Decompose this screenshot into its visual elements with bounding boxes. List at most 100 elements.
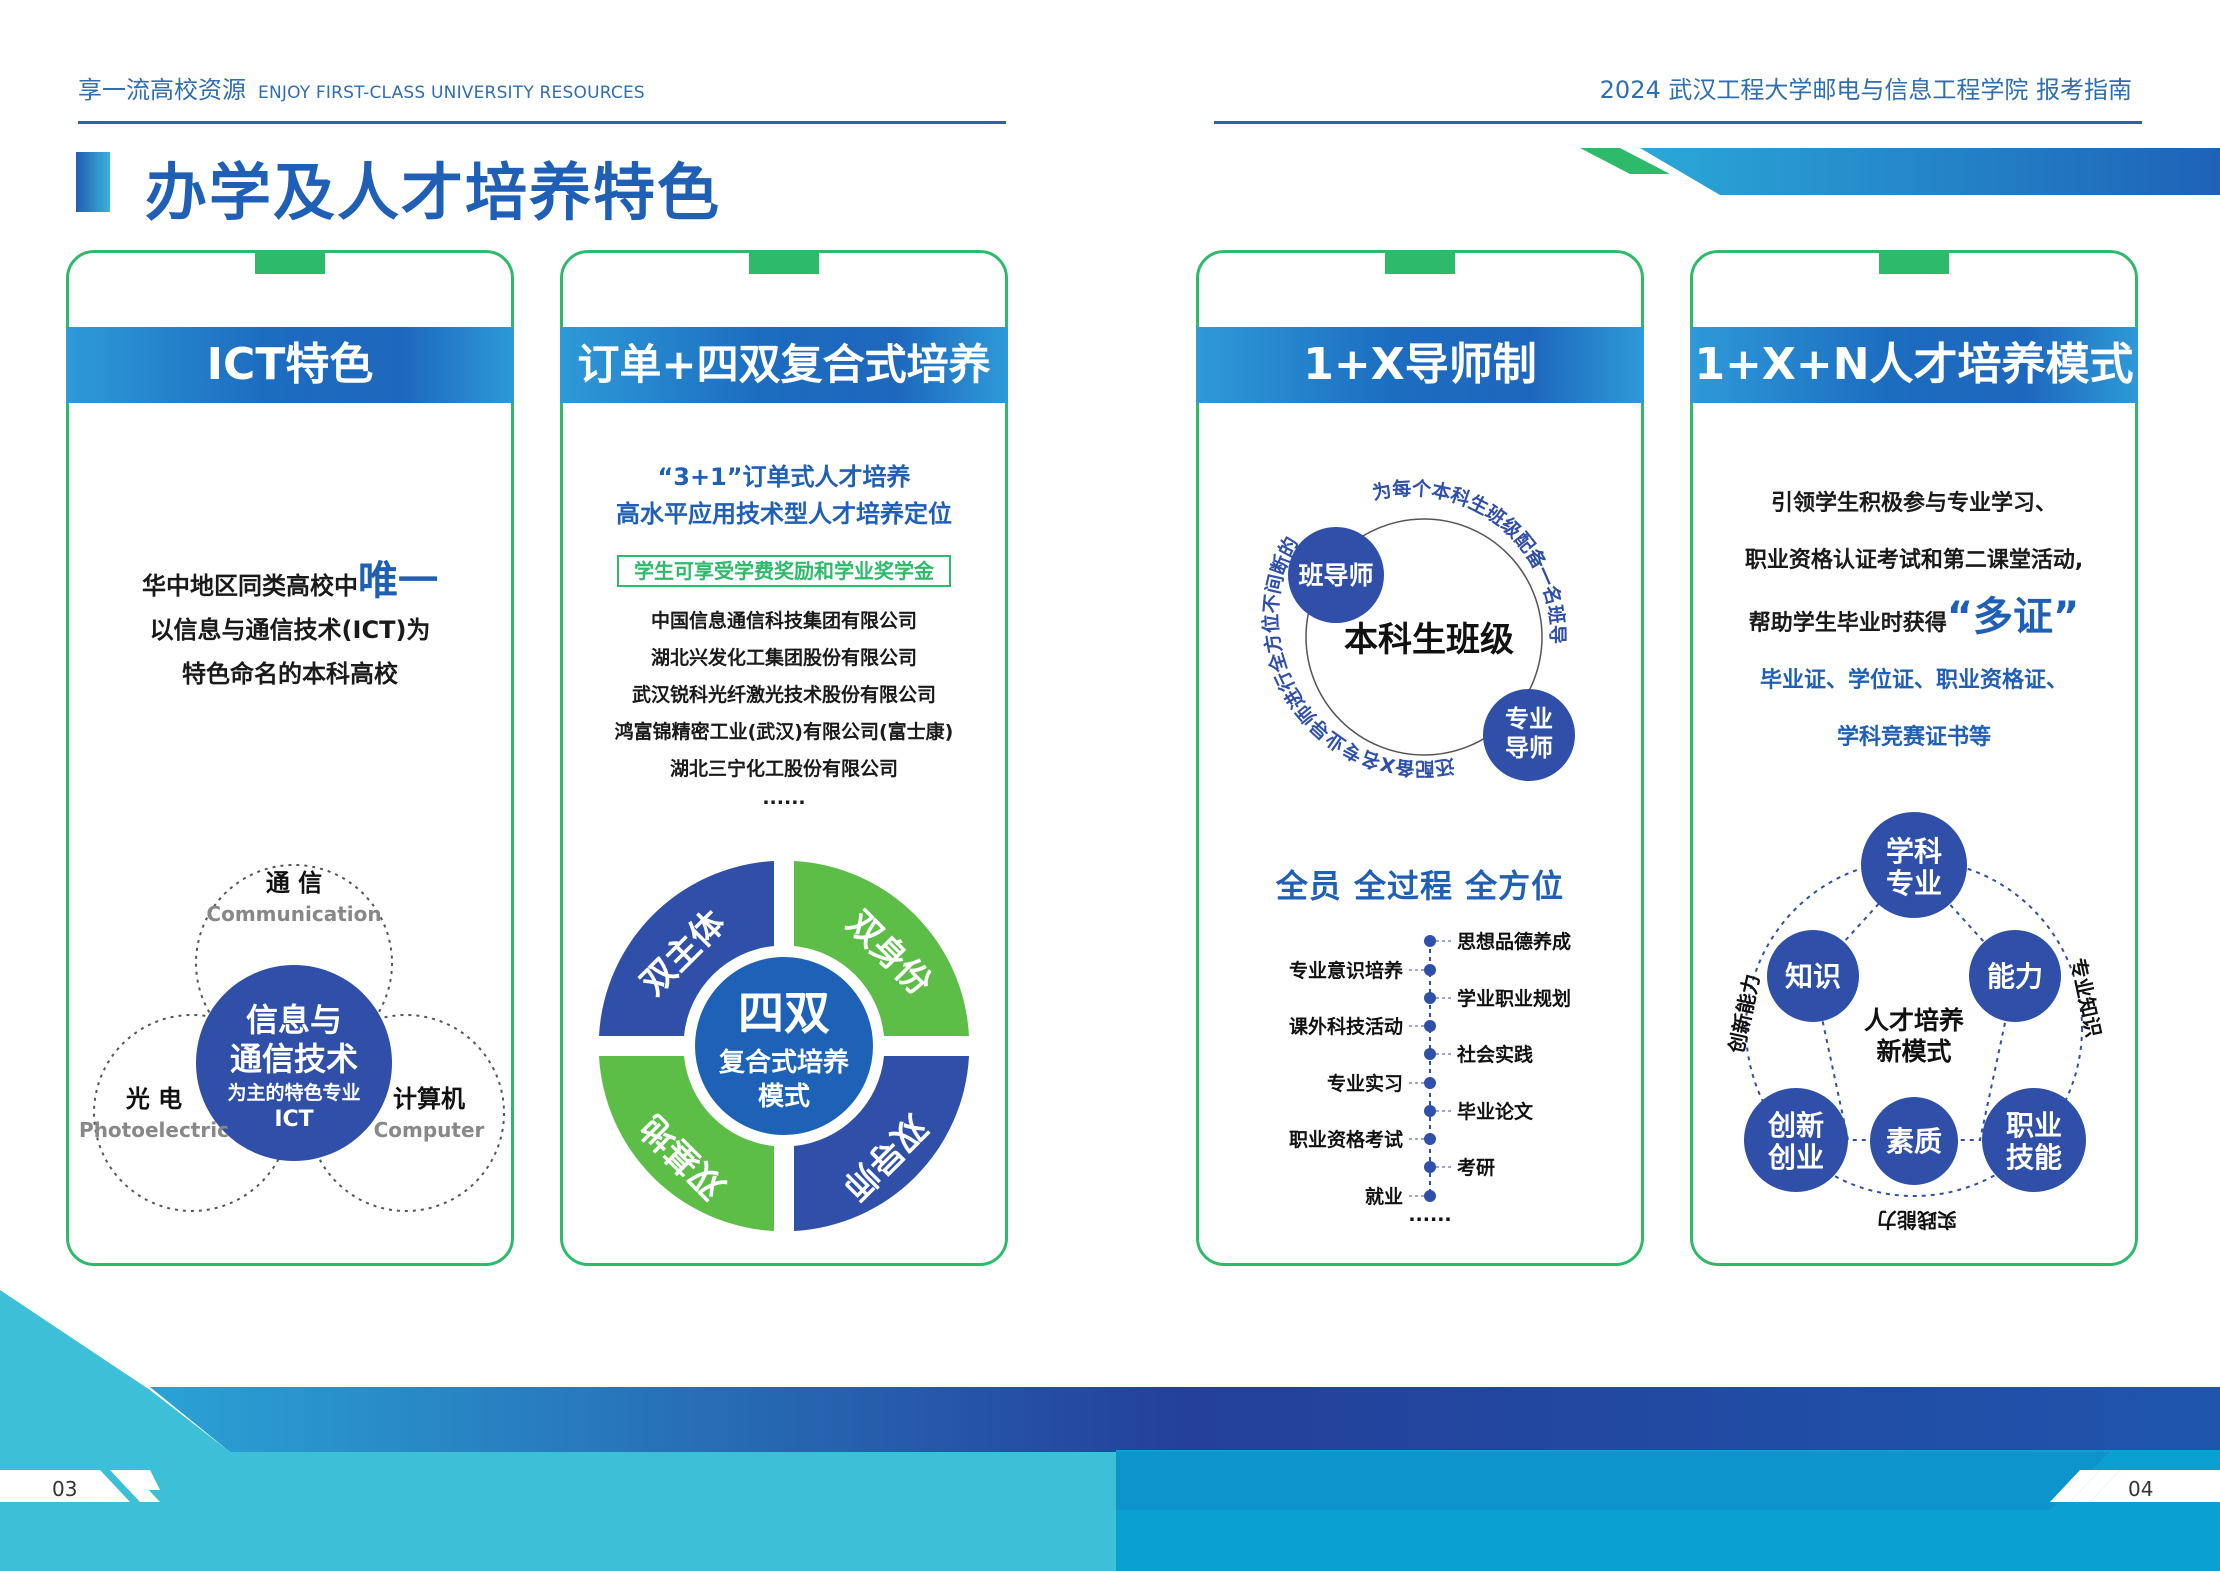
card-model: 1+X+N人才培养模式 引领学生积极参与专业学习、 职业资格认证考试和第二课堂活… <box>1690 250 2138 1266</box>
model-p1: 引领学生积极参与专业学习、 <box>1770 491 2057 516</box>
class-circle <box>1305 518 1543 756</box>
model-p2: 职业资格认证考试和第二课堂活动, <box>1744 548 2084 573</box>
bottom-decoration <box>0 1290 2220 1571</box>
ring-q-top-right <box>794 861 969 1036</box>
talent-model-pentagon: 学科 专业 知识 能力 创新 创业 素质 职业 技能 人才培养 新模式 创新能力… <box>1724 812 2106 1232</box>
tutor-arc-text-1: 为每个本科生班级配备一名班导师 <box>1199 453 1569 644</box>
top-right-stripes <box>1580 148 2220 195</box>
venn-right-cn: 计算机 <box>393 1085 465 1113</box>
venn-top-cn: 通 信 <box>266 869 322 897</box>
timeline-ellipsis: ...... <box>1408 1204 1451 1223</box>
tutor-class-diagram: 为每个本科生班级配备一名班导师 还配备X名专业导师进行全方位不间断的指导 本科生… <box>1199 453 1575 781</box>
node-knowledge-label: 知识 <box>1785 960 1841 993</box>
header-left-cn: 享一流高校资源 <box>78 76 246 104</box>
node-subject-2: 专业 <box>1886 867 1942 900</box>
card-tab <box>1385 250 1455 274</box>
order-sub2: 高水平应用技术型人才培养定位 <box>616 500 952 528</box>
ict-line1-emph: 唯一 <box>358 558 438 604</box>
card-tab <box>1879 250 1949 274</box>
label-practical-ability: 实践能力 <box>1877 1208 1957 1232</box>
company-item-ellipsis: ...... <box>762 787 806 809</box>
timeline-right-item: 考研 <box>1457 1157 1495 1179</box>
outer-dashed-circle <box>1745 859 2083 1197</box>
venn-top-en: Communication <box>206 902 381 926</box>
header-right: 2024 武汉工程大学邮电与信息工程学院 报考指南 <box>1599 76 2132 104</box>
timeline-right-item: 毕业论文 <box>1457 1100 1534 1123</box>
company-item: 湖北兴发化工集团股份有限公司 <box>650 647 917 669</box>
company-item: 湖北三宁化工股份有限公司 <box>669 758 898 780</box>
venn-left-en: Photoelectric <box>79 1118 229 1142</box>
timeline-left-group: 专业意识培养 课外科技活动 专业实习 职业资格考试 就业 <box>1289 959 1436 1208</box>
tutor-slogan: 全员 全过程 全方位 <box>1275 867 1565 905</box>
node-knowledge <box>1767 930 1859 1022</box>
model-description: 引领学生积极参与专业学习、 职业资格认证考试和第二课堂活动, 帮助学生毕业时获得… <box>1693 475 2135 766</box>
model-p3-emph: “多证” <box>1946 594 2080 640</box>
card-ict-title: ICT特色 <box>66 327 514 403</box>
ring-q-top-left <box>599 861 774 1036</box>
node-subject <box>1861 812 1967 918</box>
ict-description: 华中地区同类高校中唯一 以信息与通信技术(ICT)为 特色命名的本科高校 <box>69 559 511 696</box>
company-item: 鸿富锦精密工业(武汉)有限公司(富士康) <box>614 721 954 743</box>
tutor-center-label: 本科生班级 <box>1344 620 1514 660</box>
venn-center-circle <box>196 965 392 1161</box>
header-left: 享一流高校资源 ENJOY FIRST-CLASS UNIVERSITY RESO… <box>78 70 645 105</box>
four-double-ring: 双主体 双身份 双导师 双基地 四双 复合式培养 模式 <box>599 861 969 1231</box>
company-item: 中国信息通信科技集团有限公司 <box>650 610 917 632</box>
model-center-2: 新模式 <box>1876 1037 1951 1066</box>
header-rule-right <box>1214 121 2142 124</box>
ict-line2: 以信息与通信技术(ICT)为 <box>149 616 431 644</box>
timeline-right-item: 学业职业规划 <box>1457 987 1571 1010</box>
label-professional-knowledge: 专业知识 <box>2066 956 2106 1039</box>
venn-circle-right <box>307 1014 505 1212</box>
order-company-list: 中国信息通信科技集团有限公司 湖北兴发化工集团股份有限公司 武汉锐科光纤激光技术… <box>563 603 1005 808</box>
timeline-left-item: 职业资格考试 <box>1289 1128 1403 1151</box>
label-innovation-ability: 创新能力 <box>1724 972 1764 1056</box>
card-order-title: 订单+四双复合式培养 <box>560 327 1008 403</box>
node-quality-label: 素质 <box>1886 1125 1942 1158</box>
node-ability-label: 能力 <box>1987 960 2043 993</box>
venn-right-en: Computer <box>374 1118 485 1142</box>
page-number-left: 03 <box>52 1477 78 1501</box>
ring-q-bottom-right <box>794 1056 969 1231</box>
timeline-right-item: 思想品德养成 <box>1457 930 1571 953</box>
ring-center <box>689 951 879 1141</box>
order-benefit-box: 学生可享受学费奖励和学业奖学金 <box>617 555 951 587</box>
card-tab <box>255 250 325 274</box>
bubble-class-tutor-label: 班导师 <box>1298 561 1373 590</box>
header-left-en: ENJOY FIRST-CLASS UNIVERSITY RESOURCES <box>258 83 645 103</box>
node-innovation-1: 创新 <box>1767 1109 1824 1142</box>
node-innovation-2: 创业 <box>1767 1141 1824 1174</box>
timeline-left-item: 课外科技活动 <box>1289 1015 1403 1038</box>
card-order: 订单+四双复合式培养 “3+1”订单式人才培养 高水平应用技术型人才培养定位 学… <box>560 250 1008 1266</box>
tutor-timeline: 思想品德养成 学业职业规划 社会实践 毕业论文 考研 专业意识培养 课外科技活动… <box>1289 930 1571 1223</box>
node-subject-1: 学科 <box>1886 835 1942 868</box>
model-p5: 学科竞赛证书等 <box>1836 725 1991 750</box>
model-center-1: 人才培养 <box>1864 1006 1964 1035</box>
card-model-title: 1+X+N人才培养模式 <box>1690 327 2138 403</box>
node-vocational-2: 技能 <box>2006 1141 2062 1174</box>
timeline-left-item: 专业意识培养 <box>1289 959 1403 982</box>
order-sub1: “3+1”订单式人才培养 <box>657 463 911 491</box>
ring-center-2: 复合式培养 <box>719 1047 849 1078</box>
card-ict: ICT特色 华中地区同类高校中唯一 以信息与通信技术(ICT)为 特色命名的本科… <box>66 250 514 1266</box>
venn-center-1: 信息与 <box>246 1001 342 1039</box>
bubble-class-tutor <box>1288 527 1384 623</box>
venn-center-3: 为主的特色专业 <box>227 1081 360 1104</box>
bubble-major-tutor-2: 导师 <box>1505 734 1553 762</box>
venn-center-4: ICT <box>274 1107 313 1132</box>
node-ability <box>1969 930 2061 1022</box>
ict-line3: 特色命名的本科高校 <box>182 660 398 688</box>
venn-left-cn: 光 电 <box>125 1085 182 1113</box>
node-vocational-1: 职业 <box>2006 1109 2062 1142</box>
page-title: 办学及人才培养特色 <box>145 156 722 229</box>
venn-center-2: 通信技术 <box>230 1040 358 1078</box>
model-p4: 毕业证、学位证、职业资格证、 <box>1759 668 2068 693</box>
timeline-left-item: 就业 <box>1365 1185 1403 1208</box>
timeline-left-item: 专业实习 <box>1327 1072 1403 1095</box>
ict-line1-prefix: 华中地区同类高校中 <box>142 572 358 600</box>
ring-center-1: 四双 <box>738 986 830 1040</box>
node-innovation <box>1744 1088 1848 1192</box>
header-rule-left <box>78 121 1006 124</box>
node-quality <box>1870 1097 1958 1185</box>
ring-q-bottom-left <box>599 1056 774 1231</box>
